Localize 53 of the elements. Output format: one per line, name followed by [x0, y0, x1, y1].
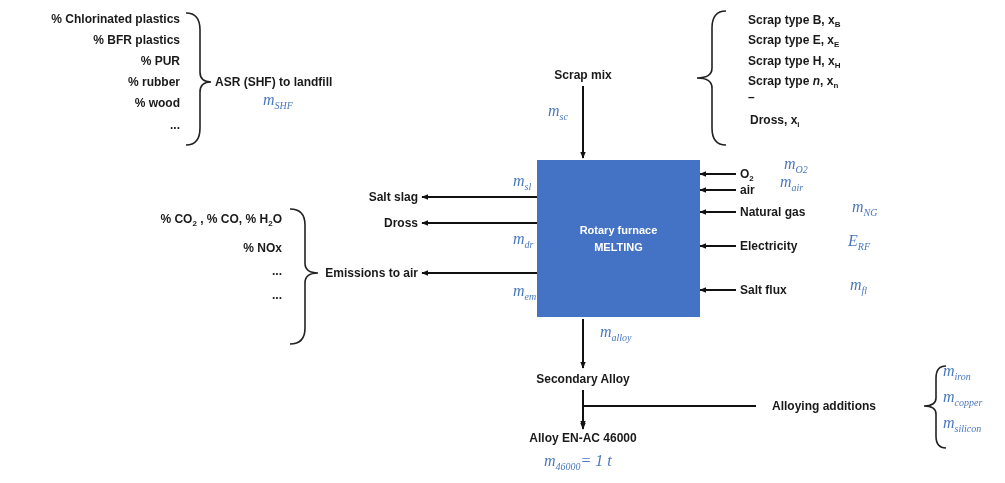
- flow-variable: m$_{46000}$= 1 t: [544, 452, 612, 475]
- flow-label: Scrap mix: [540, 66, 626, 84]
- annotation-text: % CO$_{2}$ , % CO, % H$_{2}$O: [160, 211, 282, 231]
- annotation-text: ...: [272, 287, 282, 303]
- flow-label: Dross: [340, 214, 418, 232]
- flow-variable: E$_{RF}$: [848, 232, 870, 255]
- flow-arrow: [699, 171, 737, 177]
- flow-variable: m$_{fl}$: [850, 276, 868, 299]
- flow-arrow: [421, 220, 538, 226]
- annotation-text: ...: [170, 117, 180, 133]
- math-variable: m$_{copper}$: [943, 388, 983, 411]
- flow-label: Salt slag: [340, 188, 418, 206]
- math-variable: m$_{SHF}$: [263, 91, 293, 114]
- flow-arrow: [699, 243, 737, 249]
- annotation-text: ...: [272, 263, 282, 279]
- annotation-text: % Chlorinated plastics: [51, 11, 180, 27]
- annotation-text: ASR (SHF) to landfill: [215, 74, 333, 90]
- edge-label: m$_{sc}$: [548, 102, 568, 125]
- process-label: Rotary furnace MELTING: [578, 222, 659, 255]
- annotation-text: Scrap type B, x$_{B}$: [748, 12, 841, 32]
- annotation-text: Scrap type E, x$_{E}$: [748, 32, 840, 52]
- math-variable: m$_{iron}$: [943, 362, 971, 385]
- flow-label: O$_{2}$: [740, 165, 770, 183]
- flow-arrow: [580, 405, 757, 430]
- furnace-process-box: [537, 160, 700, 317]
- annotation-text: % wood: [134, 95, 180, 111]
- flow-label: Salt flux: [740, 281, 810, 299]
- edge-label: m$_{em}$: [513, 282, 537, 305]
- flow-label: air: [740, 182, 770, 198]
- annotation-text: Scrap type H, x$_{H}$: [748, 53, 841, 73]
- flow-label: Secondary Alloy: [523, 370, 643, 388]
- math-variable: m$_{silicon}$: [943, 414, 982, 437]
- annotation-text: % rubber: [128, 74, 180, 90]
- flow-label: Alloy EN-AC 46000: [508, 429, 658, 447]
- flow-arrow: [421, 270, 538, 276]
- flow-label: Alloying additions: [760, 397, 888, 415]
- annotation-text: Dross, x$_{i}$: [750, 112, 800, 132]
- flow-label: Emissions to air: [300, 264, 418, 282]
- annotation-text: % PUR: [140, 53, 180, 69]
- flow-arrow: [421, 194, 538, 200]
- flow-label: Electricity: [740, 237, 820, 255]
- flow-arrow: [699, 287, 737, 293]
- flow-arrow: [699, 187, 737, 193]
- flow-variable: m$_{NG}$: [852, 198, 878, 221]
- flow-arrow: [580, 318, 586, 369]
- annotation-text: % NOx: [243, 240, 282, 256]
- flow-arrow: [580, 85, 586, 159]
- flow-label: Natural gas: [740, 203, 830, 221]
- annotation-text: % BFR plastics: [93, 32, 180, 48]
- edge-label: m$_{alloy}$: [600, 323, 632, 346]
- edge-label: m$_{sl}$: [513, 172, 532, 195]
- edge-label: m$_{dr}$: [513, 230, 534, 253]
- flow-arrow: [699, 209, 737, 215]
